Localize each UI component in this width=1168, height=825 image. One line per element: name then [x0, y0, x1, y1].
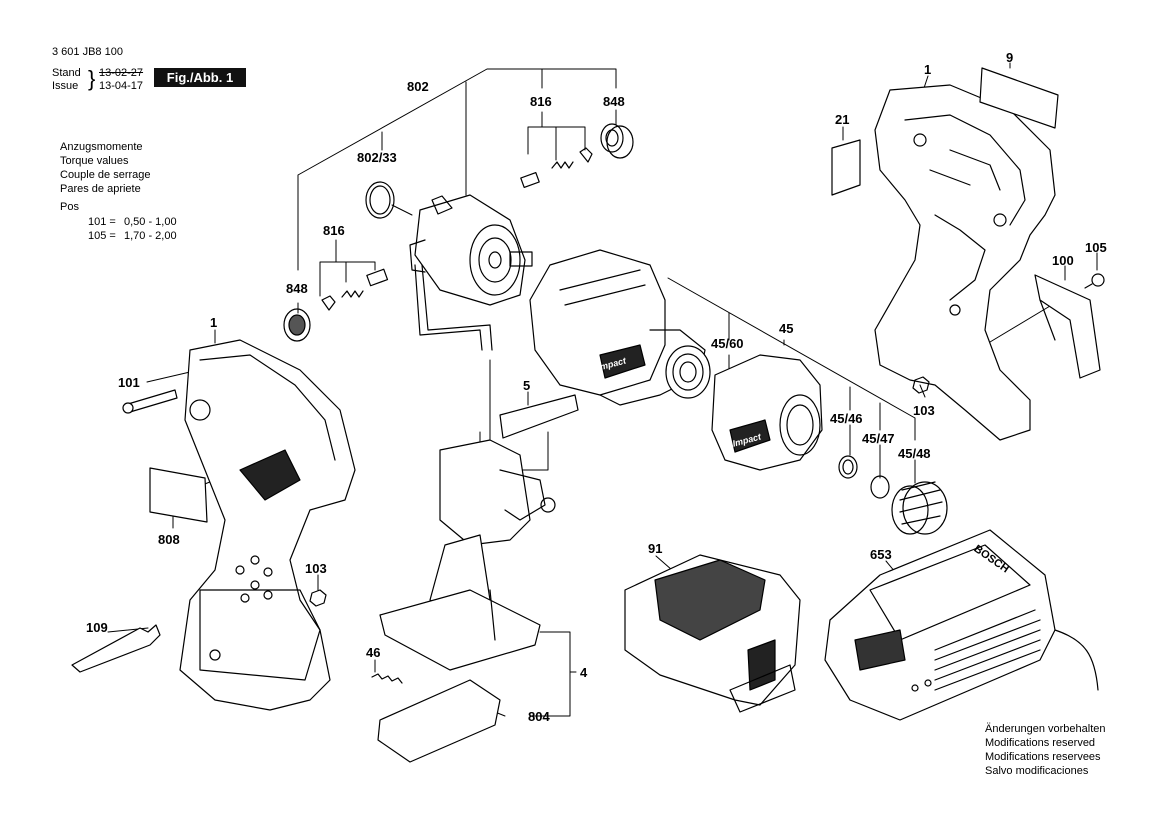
- notice-line-2: Modifications reserved: [985, 737, 1096, 749]
- torque-row-2-value: 1,70 - 2,00: [124, 230, 177, 242]
- notice-line-1: Änderungen vorbehalten: [985, 723, 1106, 735]
- brush-set-816-top: [520, 147, 593, 189]
- slider-5: [499, 394, 579, 439]
- battery-91: [624, 554, 801, 713]
- nut-103-right: [912, 376, 930, 394]
- callout-802-33: 802/33: [357, 150, 397, 165]
- oring-802-33: [365, 181, 395, 219]
- brace: }: [88, 66, 96, 91]
- torque-row-1-value: 0,50 - 1,00: [124, 216, 177, 228]
- charger-653: [824, 529, 1099, 721]
- belt-clip-100: [1034, 274, 1101, 379]
- callout-804: 804: [528, 709, 550, 724]
- callout-5: 5: [523, 378, 531, 393]
- callout-4: 4: [580, 665, 588, 680]
- torque-pos-label: Pos: [60, 201, 79, 213]
- screw-101: [122, 389, 178, 414]
- callout-105: 105: [1085, 240, 1107, 255]
- switch-assembly: [379, 439, 556, 671]
- gear-housing: [529, 249, 711, 406]
- callout-45-47: 45/47: [862, 431, 895, 446]
- torque-line-3: Couple de serrage: [60, 169, 151, 181]
- label-21: [831, 139, 861, 196]
- callout-100: 100: [1052, 253, 1074, 268]
- notice-line-3: Modifications reservees: [985, 751, 1101, 763]
- board-804: [377, 679, 501, 763]
- label-808: [149, 467, 208, 523]
- torque-line-2: Torque values: [60, 155, 129, 167]
- torque-line-1: Anzugsmomente: [60, 141, 143, 153]
- callout-848-top: 848: [603, 94, 625, 109]
- housing-half-right: [874, 84, 1056, 441]
- nut-103-left: [309, 589, 327, 607]
- sleeve-45-48: [891, 481, 948, 535]
- callout-848-left: 848: [286, 281, 308, 296]
- torque-line-4: Pares de apriete: [60, 183, 141, 195]
- front-cover-45-60: [711, 354, 823, 471]
- torque-row-1-pos: 101 =: [88, 216, 116, 228]
- callout-103-left: 103: [305, 561, 327, 576]
- issue-label: Issue: [52, 80, 79, 92]
- stand-date: 13-02-27: [99, 67, 144, 79]
- bearing-848-top: [600, 123, 634, 159]
- ring-45-46: [838, 455, 858, 479]
- issue-date: 13-04-17: [99, 80, 144, 92]
- callout-45-48: 45/48: [898, 446, 931, 461]
- motor-802: [409, 194, 533, 351]
- brush-set-816-left: [321, 268, 389, 311]
- part-number: 3 601 JB8 100: [52, 46, 123, 58]
- figure-badge: Fig./Abb. 1: [154, 68, 246, 87]
- callout-9: 9: [1006, 50, 1014, 65]
- screw-105: [1084, 273, 1105, 289]
- callout-816-left: 816: [323, 223, 345, 238]
- callout-91: 91: [648, 541, 663, 556]
- label-9: [979, 67, 1059, 129]
- callout-45-60: 45/60: [711, 336, 744, 351]
- callout-21: 21: [835, 112, 850, 127]
- housing-half-left: [179, 339, 356, 711]
- spring-46: [371, 673, 403, 684]
- callout-653: 653: [870, 547, 892, 562]
- callout-46: 46: [366, 645, 381, 660]
- callout-45: 45: [779, 321, 794, 336]
- torque-row-2-pos: 105 =: [88, 230, 116, 242]
- bearing-848-left: [283, 308, 311, 342]
- callout-1-left: 1: [210, 315, 218, 330]
- ring-45-47: [870, 475, 890, 499]
- callout-808: 808: [158, 532, 180, 547]
- callout-816-top: 816: [530, 94, 552, 109]
- callout-109: 109: [86, 620, 108, 635]
- bit-109: [71, 624, 161, 673]
- callout-103-right: 103: [913, 403, 935, 418]
- callout-1-right: 1: [924, 62, 932, 77]
- callout-802: 802: [407, 79, 429, 94]
- stand-label: Stand: [52, 67, 81, 79]
- notice-line-4: Salvo modificaciones: [985, 765, 1089, 777]
- callout-101: 101: [118, 375, 140, 390]
- callout-45-46: 45/46: [830, 411, 863, 426]
